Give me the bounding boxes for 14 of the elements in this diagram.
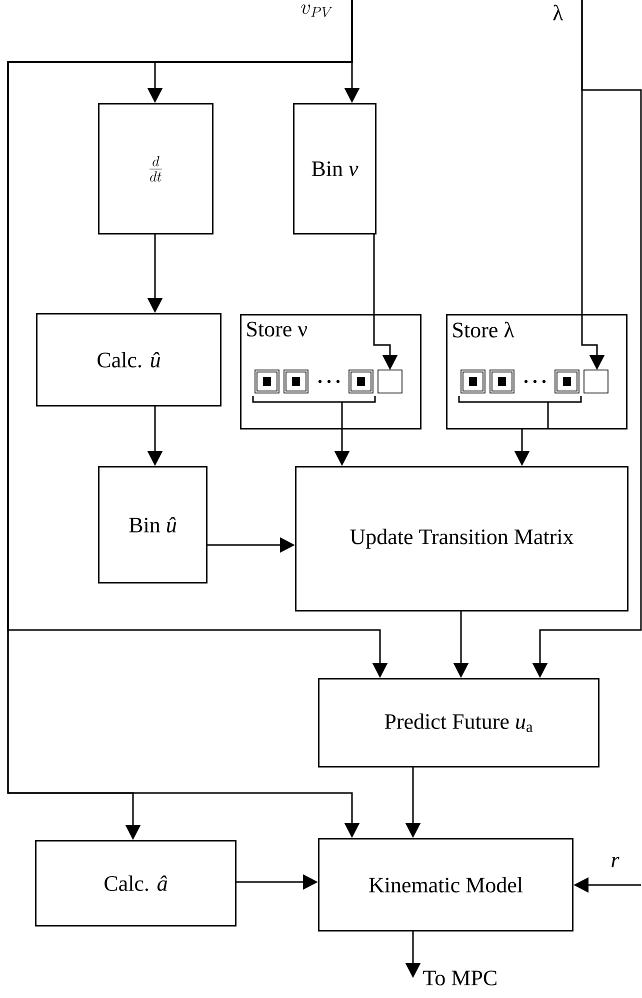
process-box: Calc. â <box>35 840 236 926</box>
input-label: $v_{PV}$ <box>301 4 332 18</box>
edge-label: r <box>612 856 620 868</box>
process-box: Bin v <box>293 103 376 234</box>
process-box: Predict Future u$_{a}$ <box>318 678 600 768</box>
process-box: Calc. û <box>36 313 222 406</box>
process-box: $\frac{d}{dt}$ <box>98 103 214 234</box>
input-label: λ <box>553 4 564 20</box>
store-box: Store λ <box>446 314 628 430</box>
store-box: Store ν <box>240 314 422 430</box>
process-box: Update Transition Matrix <box>295 466 628 612</box>
process-box: Kinematic Model <box>318 838 574 932</box>
process-box: Bin û <box>98 466 208 584</box>
output-label: To MPC <box>423 970 496 986</box>
